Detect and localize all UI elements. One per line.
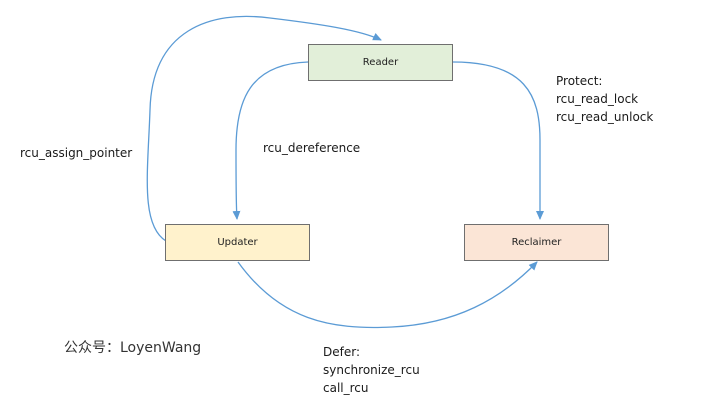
- protect-line-unlock: rcu_read_unlock: [556, 110, 654, 124]
- protect-line-lock: rcu_read_lock: [556, 92, 639, 106]
- arrow-defer: [237, 261, 538, 329]
- updater-label: Updater: [217, 237, 258, 248]
- defer-line-call: call_rcu: [323, 381, 369, 395]
- reader-label: Reader: [362, 57, 399, 68]
- watermark-text: 公众号：LoyenWang: [64, 340, 202, 356]
- defer-line-sync: synchronize_rcu: [323, 363, 420, 377]
- assign-pointer-label: rcu_assign_pointer: [20, 144, 132, 162]
- protect-line-title: Protect:: [556, 74, 603, 88]
- defer-label: Defer: synchronize_rcu call_rcu: [323, 343, 420, 397]
- dereference-line: rcu_dereference: [263, 141, 361, 155]
- updater-node: Updater: [165, 224, 310, 261]
- protect-label: Protect: rcu_read_lock rcu_read_unlock: [556, 72, 653, 126]
- arrow-assign: [146, 15, 382, 242]
- dereference-label: rcu_dereference: [263, 139, 360, 157]
- reclaimer-label: Reclaimer: [511, 237, 562, 248]
- defer-line-title: Defer:: [323, 345, 360, 359]
- arrow-protect: [452, 61, 544, 220]
- reader-node: Reader: [308, 44, 453, 81]
- reclaimer-node: Reclaimer: [464, 224, 609, 261]
- assign-line: rcu_assign_pointer: [20, 146, 133, 160]
- arrow-dereference: [232, 61, 309, 220]
